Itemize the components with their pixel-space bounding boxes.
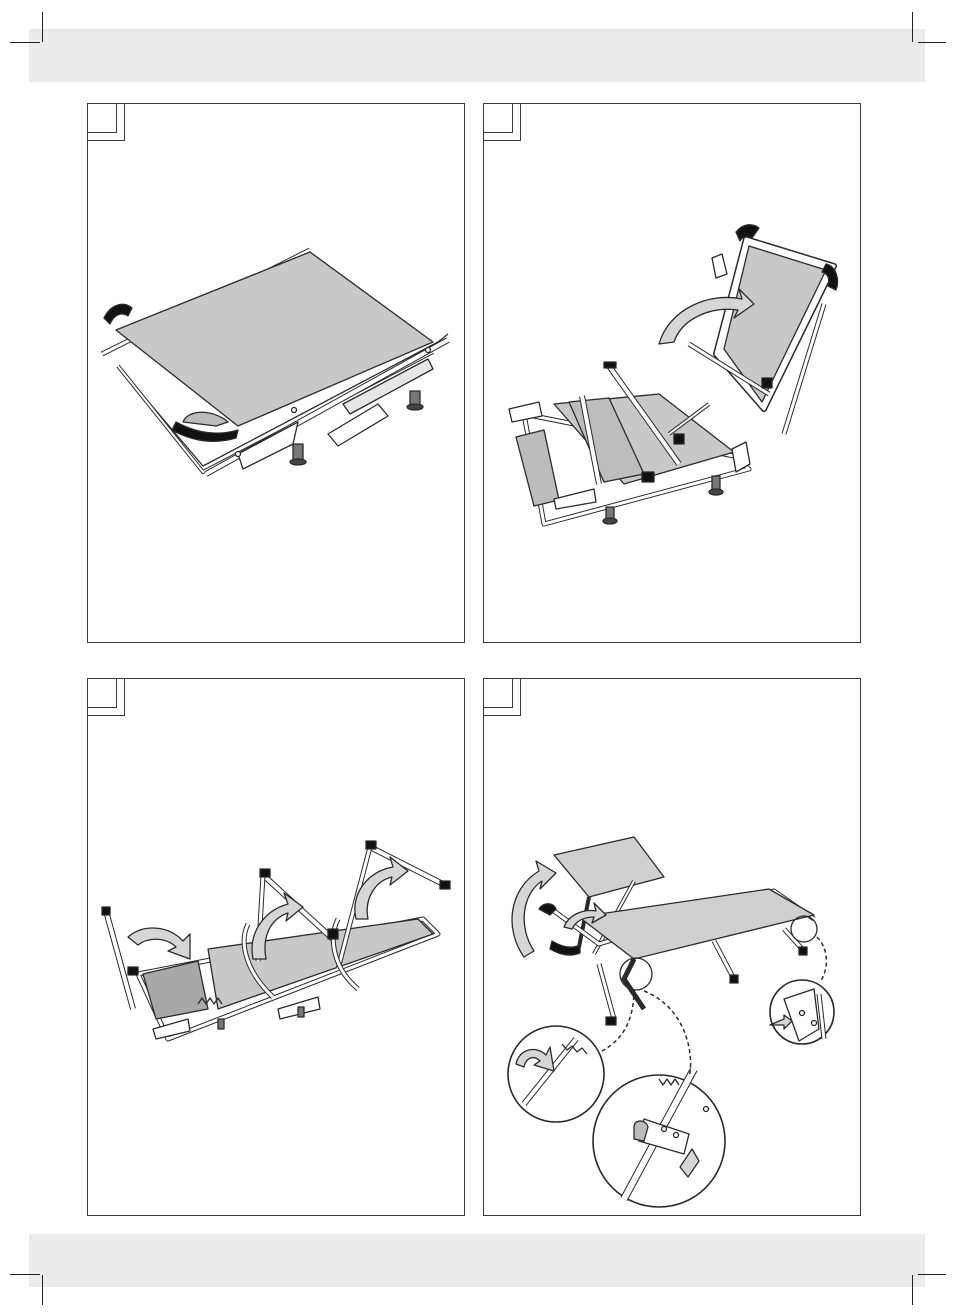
header-band xyxy=(29,29,925,82)
frames-unfolding-illustration xyxy=(88,679,466,1217)
step-panel-4 xyxy=(483,678,861,1216)
sunshade-detail-illustration xyxy=(484,679,862,1217)
footer-band xyxy=(29,1234,925,1287)
backrest-raising-illustration xyxy=(484,104,862,644)
step-panel-1 xyxy=(87,103,465,643)
folded-lounger-illustration xyxy=(88,104,466,644)
step-panel-3 xyxy=(87,678,465,1216)
step-panel-2 xyxy=(483,103,861,643)
